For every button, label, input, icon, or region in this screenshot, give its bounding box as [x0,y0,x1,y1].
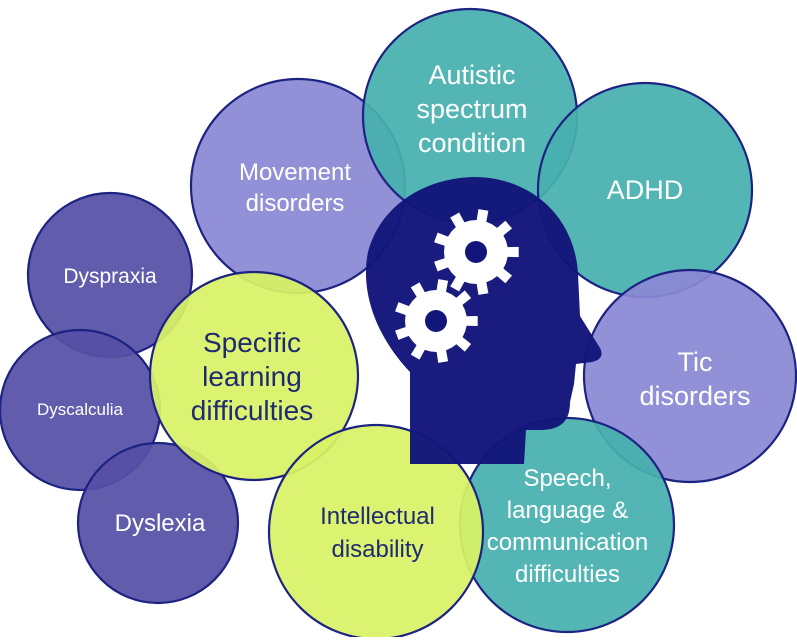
node-label-dyscalculia: Dyscalculia [37,400,123,419]
node-label-movement: Movement disorders [238,159,352,217]
gear-large-hole [465,241,487,263]
circle-dyslexia [76,441,240,605]
circle-sld [148,270,360,482]
node-label-sld: Specific learning difficulties [190,327,314,426]
node-label-intellectual: Intellectual disability [320,503,435,563]
node-label-dyspraxia: Dyspraxia [63,265,157,288]
node-label-autistic: Autistic spectrum condition [416,60,528,158]
head-with-gears-icon [365,177,602,464]
head-silhouette [365,177,602,464]
node-label-dyslexia: Dyslexia [114,510,206,537]
gear-small-hole [425,310,447,332]
node-label-adhd: ADHD [606,175,684,205]
node-label-tic: Tic disorders [639,347,751,411]
node-label-slc: Speech, language & communication difficu… [486,465,649,588]
circle-tic [582,268,797,484]
